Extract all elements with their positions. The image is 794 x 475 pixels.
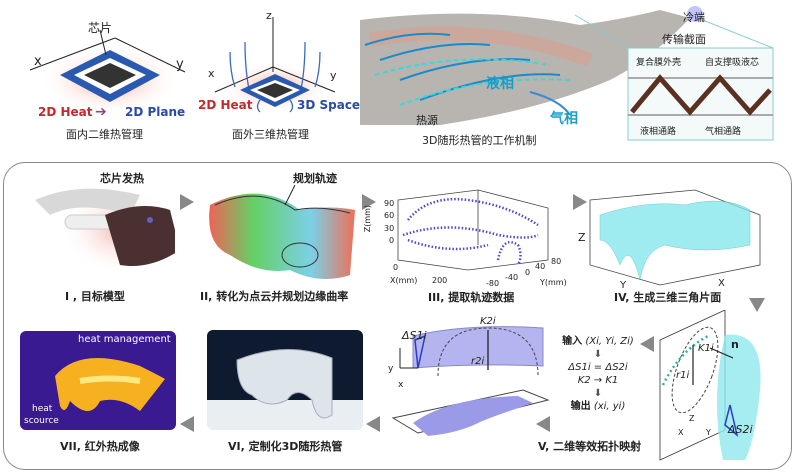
output-label: 输出 [570,401,591,412]
x-tick: 0 [393,263,399,272]
headset-model-image [35,185,175,275]
heat-source-label: 热源 [416,114,438,127]
caption: 面外三维热管理 [232,128,309,141]
2d-mapping-diagram [391,326,550,436]
arrow-icon: ➔ [95,104,107,120]
y-tick: 0 [525,268,531,277]
axis-x: x [208,67,215,80]
axis-y: y [330,69,337,82]
axis-x: x [34,54,42,69]
y-axis-label: Y [620,280,627,291]
arrow-right-icon [573,194,587,210]
z-tick: 0 [389,236,395,245]
heat-label: 2D Heat [38,105,93,119]
normal-label: n [731,338,739,351]
input-vars: (Xi, Yi, Zi) [585,336,634,347]
liquid-label: 液相 [486,76,514,92]
point-cloud-image [209,185,355,279]
curvature-plane-diagram [659,310,761,461]
caption: 3D随形热管的工作机制 [422,134,537,147]
z-axis-label: Z(mm) [363,204,373,233]
y-tick: -80 [486,279,500,288]
y-axis-label: Y(mm) [540,278,567,287]
axis-x: x [398,380,404,390]
axis-Z: Z [689,414,695,423]
axis-y: y [176,57,184,72]
wick-label: 自支撑吸液芯 [705,58,760,68]
caption: VI, 定制化3D随形热管 [228,440,343,453]
ds2-label: ΔS2i [728,423,753,436]
triangle-mesh-3d [589,189,761,286]
target-label: 2D Plane [125,105,186,119]
arrow-left-icon [366,416,380,432]
vapor-label: 气相 [550,111,578,127]
caption: IV, 生成三维三角片面 [614,291,722,304]
axis-X: X [678,428,684,437]
arrow-right-icon [180,194,194,210]
ds1-label: ΔS1i [402,329,427,342]
k1-label: K1i [698,343,714,354]
caption: V, 二维等效拓扑映射 [538,440,642,453]
infrared-image [20,331,176,430]
y-tick: -40 [505,273,519,282]
shell-label: 复合膜外壳 [636,58,682,68]
output-vars: (xi, yi) [593,401,626,412]
y-tick: 40 [535,262,546,271]
heat-pipe-photo [207,330,363,430]
curvature-mapping: K2 → K1 [577,375,619,386]
y-tick: 80 [551,257,562,266]
caption: III, 提取轨迹数据 [428,291,515,304]
trajectory-annotation: 规划轨迹 [293,172,337,185]
chip-heat-annotation: 芯片发热 [100,172,144,185]
section-title: 传输截面 [662,33,706,46]
chip-3d-illustration [214,17,336,113]
z-axis-label: Z [578,231,586,244]
vapor-path-label: 气相通路 [705,127,742,137]
x-axis-label: X [718,278,725,289]
caption: I , 目标模型 [65,290,125,303]
z-tick: 30 [384,224,395,233]
z-tick: 90 [384,199,395,208]
x-axis-label: X(mm) [390,276,418,285]
axis-z: z [266,9,272,22]
chip-2d-illustration [29,29,186,115]
axis-Y: Y [706,428,711,437]
arrow-left-icon [180,416,194,432]
heat-source-label-2: scource [24,416,59,426]
k2-label: K2i [480,316,496,327]
cold-end-label: 冷端 [683,11,705,24]
caption: VII, 红外热成像 [60,440,140,453]
trajectory-3d-plot [397,189,549,271]
caption: 面内二维热管理 [66,128,143,141]
arrow-left-icon [536,416,550,432]
heat-source-label-1: heat [32,404,53,414]
target-label: 3D Space [297,98,361,112]
arrow-down-icon: ⬇ [593,388,603,399]
area-equation: ΔS1i = ΔS2i [568,362,628,373]
arrow-down-icon: ⬇ [593,349,603,360]
heat-management-label: heat management [78,334,171,345]
input-label: 输入 [562,336,583,347]
mapping-steps: 输入 (Xi, Yi, Zi) ⬇ ΔS1i = ΔS2i K2 → K1 ⬇ … [548,335,648,413]
x-tick: 200 [432,276,448,285]
arrow-right-icon [362,194,376,210]
chip-label: 芯片 [88,21,113,35]
heat-pipe-illustration [360,6,774,141]
caption: II, 转化为点云并规划边缘曲率 [200,290,349,303]
arrow-down-icon [749,298,765,312]
heat-label: 2D Heat [198,98,253,112]
liquid-path-label: 液相通路 [640,127,677,137]
process-frame [3,162,792,470]
z-tick: 60 [384,211,395,220]
arrow-left-icon [640,336,654,352]
r1-label: r1i [676,370,690,381]
axis-y: y [388,364,394,374]
r2-label: r2i [471,356,485,367]
